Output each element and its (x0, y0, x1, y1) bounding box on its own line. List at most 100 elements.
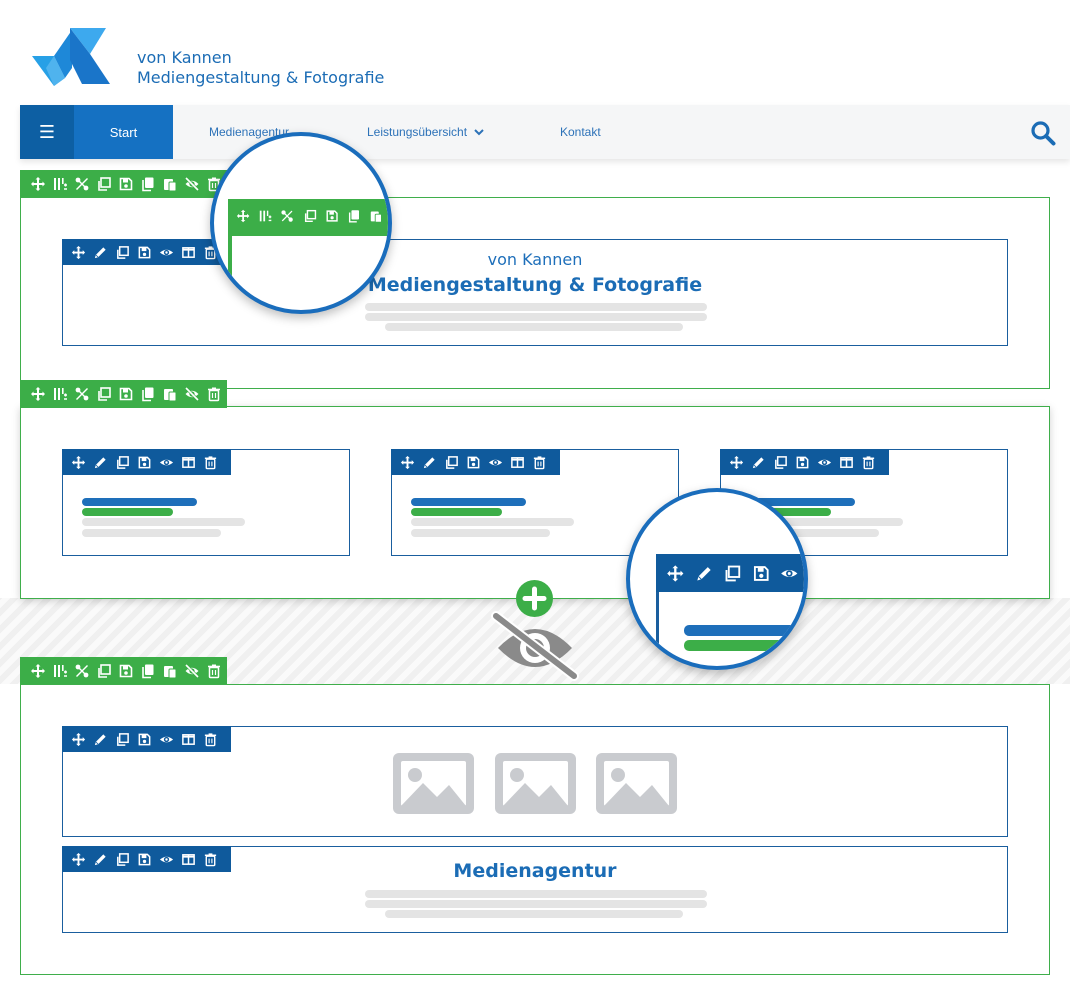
duplicate-icon[interactable] (96, 386, 112, 402)
brand-name: von Kannen Mediengestaltung & Fotografie (137, 48, 384, 88)
save-icon[interactable] (137, 732, 152, 747)
duplicate-icon[interactable] (115, 852, 130, 867)
nav-item-leistungsuebersicht[interactable]: Leistungsübersicht (367, 105, 485, 159)
nav-item-medienagentur[interactable]: Medienagentur (209, 125, 290, 139)
columns-icon[interactable] (52, 386, 68, 402)
view-icon[interactable] (159, 245, 174, 260)
move-icon[interactable] (30, 176, 46, 192)
delete-icon[interactable] (203, 852, 218, 867)
edit-icon[interactable] (751, 455, 766, 470)
image-placeholder-icon (596, 753, 677, 814)
save-icon[interactable] (137, 852, 152, 867)
save-icon[interactable] (118, 663, 134, 679)
text-heading: Medienagentur (453, 860, 617, 882)
move-icon[interactable] (400, 455, 415, 470)
move-icon[interactable] (729, 455, 744, 470)
nav-item-start[interactable]: Start (74, 105, 173, 159)
duplicate-icon[interactable] (444, 455, 459, 470)
save-icon[interactable] (752, 562, 771, 585)
save-icon[interactable] (466, 455, 481, 470)
edit-icon[interactable] (93, 455, 108, 470)
hidden-section-icon[interactable] (490, 610, 580, 682)
edit-icon[interactable] (422, 455, 437, 470)
delete-icon[interactable] (861, 455, 876, 470)
delete-icon[interactable] (206, 663, 222, 679)
move-icon[interactable] (30, 386, 46, 402)
duplicate-icon[interactable] (773, 455, 788, 470)
view-icon[interactable] (159, 455, 174, 470)
move-icon[interactable] (236, 206, 250, 226)
view-icon[interactable] (159, 732, 174, 747)
delete-icon[interactable] (532, 455, 547, 470)
copy-icon[interactable] (140, 663, 156, 679)
layout-icon[interactable] (510, 455, 525, 470)
tools-icon[interactable] (74, 386, 90, 402)
save-icon[interactable] (137, 245, 152, 260)
columns-icon[interactable] (258, 206, 272, 226)
delete-icon[interactable] (203, 732, 218, 747)
delete-icon[interactable] (203, 455, 218, 470)
view-icon[interactable] (817, 455, 832, 470)
view-icon[interactable] (159, 852, 174, 867)
module-toolbar (62, 449, 231, 475)
delete-icon[interactable] (206, 386, 222, 402)
view-icon[interactable] (780, 562, 799, 585)
tools-icon[interactable] (74, 663, 90, 679)
columns-icon[interactable] (52, 663, 68, 679)
columns-icon[interactable] (52, 176, 68, 192)
duplicate-icon[interactable] (115, 732, 130, 747)
duplicate-icon[interactable] (723, 562, 742, 585)
image-placeholder-icon (495, 753, 576, 814)
hide-icon[interactable] (184, 386, 200, 402)
view-icon[interactable] (488, 455, 503, 470)
magnifier-module-toolbar (626, 488, 808, 670)
zoomed-section-toolbar (228, 199, 388, 233)
save-icon[interactable] (118, 386, 134, 402)
copy-icon[interactable] (140, 386, 156, 402)
duplicate-icon[interactable] (115, 245, 130, 260)
duplicate-icon[interactable] (115, 455, 130, 470)
paste-icon[interactable] (369, 206, 383, 226)
edit-icon[interactable] (93, 732, 108, 747)
move-icon[interactable] (71, 732, 86, 747)
placeholder-title-line (411, 498, 526, 506)
tools-icon[interactable] (280, 206, 294, 226)
save-icon[interactable] (118, 176, 134, 192)
duplicate-icon[interactable] (96, 176, 112, 192)
save-icon[interactable] (795, 455, 810, 470)
paste-icon[interactable] (162, 663, 178, 679)
move-icon[interactable] (666, 562, 685, 585)
brand-logo[interactable] (32, 28, 110, 86)
copy-icon[interactable] (140, 176, 156, 192)
layout-icon[interactable] (181, 245, 196, 260)
edit-icon[interactable] (93, 852, 108, 867)
move-icon[interactable] (71, 455, 86, 470)
add-section-button[interactable] (516, 580, 553, 617)
move-icon[interactable] (71, 852, 86, 867)
duplicate-icon[interactable] (96, 663, 112, 679)
layout-icon[interactable] (839, 455, 854, 470)
save-icon[interactable] (325, 206, 339, 226)
save-icon[interactable] (137, 455, 152, 470)
edit-icon[interactable] (695, 562, 714, 585)
hide-icon[interactable] (184, 176, 200, 192)
paste-icon[interactable] (162, 386, 178, 402)
copy-icon[interactable] (347, 206, 361, 226)
layout-icon[interactable] (181, 455, 196, 470)
edit-icon[interactable] (93, 245, 108, 260)
nav-item-kontakt[interactable]: Kontakt (560, 125, 601, 139)
duplicate-icon[interactable] (303, 206, 317, 226)
hide-icon[interactable] (184, 663, 200, 679)
placeholder-title-line (82, 498, 197, 506)
layout-icon[interactable] (181, 732, 196, 747)
menu-icon[interactable]: ☰ (20, 105, 74, 159)
move-icon[interactable] (71, 245, 86, 260)
heading-small: von Kannen (487, 250, 583, 269)
text-module-medienagentur[interactable]: Medienagentur (62, 846, 1008, 933)
move-icon[interactable] (30, 663, 46, 679)
tools-icon[interactable] (74, 176, 90, 192)
layout-icon[interactable] (181, 852, 196, 867)
search-icon[interactable] (1030, 120, 1056, 146)
nav-item-label: Leistungsübersicht (367, 125, 468, 139)
paste-icon[interactable] (162, 176, 178, 192)
